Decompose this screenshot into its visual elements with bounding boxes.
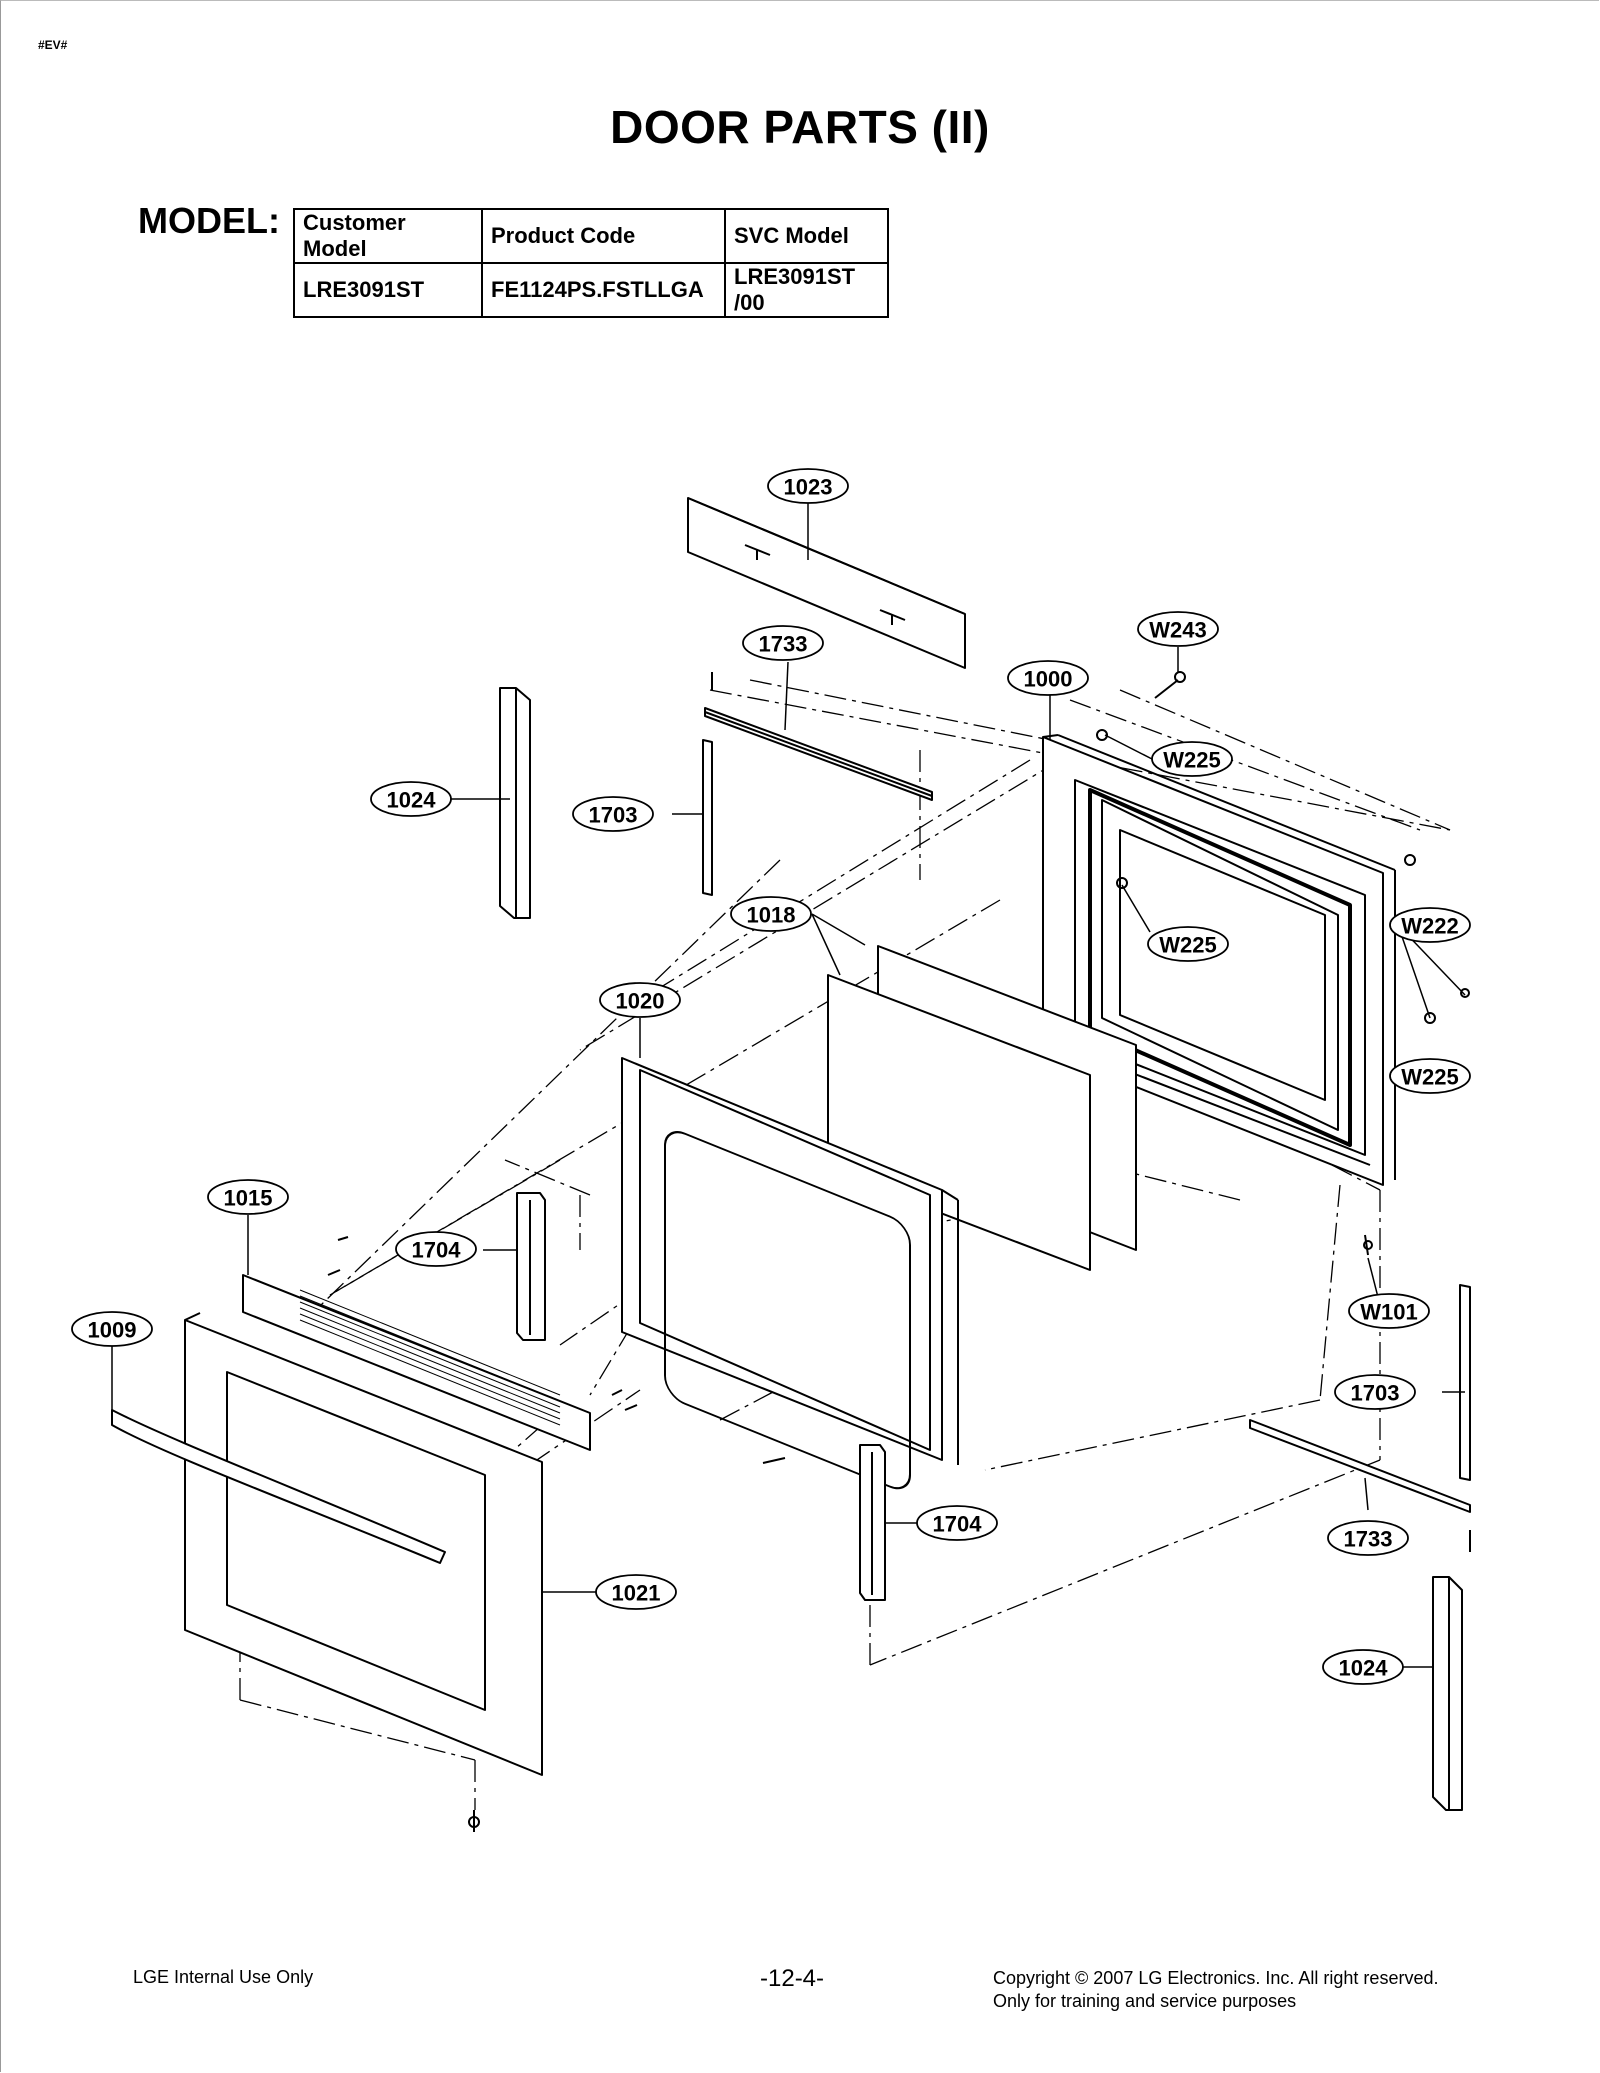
callout-label: 1024 <box>387 788 437 813</box>
callout-w225-bottom <box>1389 1058 1471 1094</box>
callout-1021 <box>595 1574 677 1610</box>
callout-label: 1024 <box>1339 1656 1389 1681</box>
model-cell-customer-model: LRE3091ST <box>293 262 483 318</box>
part-1703-upper-side <box>702 739 713 896</box>
callout-1024-right <box>1322 1649 1404 1685</box>
callouts <box>71 468 1471 1685</box>
model-cell-svc-model: LRE3091ST /00 <box>724 262 889 318</box>
callout-w101 <box>1348 1293 1430 1329</box>
callout-1018 <box>730 896 812 932</box>
header-tag: #EV# <box>38 38 68 52</box>
training-notice: Only for training and service purposes <box>993 1991 1297 2011</box>
callout-1024-left <box>370 781 452 817</box>
callout-1009 <box>71 1311 153 1347</box>
part-1733-upper-rail <box>704 672 933 801</box>
callout-label: 1009 <box>88 1318 137 1343</box>
callout-1704-upper <box>395 1231 477 1267</box>
model-label: MODEL: <box>138 200 280 241</box>
callout-label: 1000 <box>1024 667 1073 692</box>
part-1021-outer-door <box>184 1312 543 1776</box>
part-1024-left-trim <box>499 687 531 919</box>
callout-label: 1021 <box>612 1581 661 1606</box>
callout-label: 1703 <box>589 803 638 828</box>
part-1018-glass-panes <box>827 945 1137 1271</box>
callout-label: W101 <box>1360 1300 1417 1325</box>
callout-label: 1703 <box>1351 1381 1400 1406</box>
callout-label: W243 <box>1149 618 1206 643</box>
page-number: -12-4- <box>760 1965 825 1992</box>
model-table-row: LRE3091ST FE1124PS.FSTLLGA LRE3091ST /00 <box>293 262 889 318</box>
callout-1703-upper <box>572 796 654 832</box>
callout-label: W225 <box>1401 1065 1458 1090</box>
callout-label: W225 <box>1163 748 1220 773</box>
callout-label: 1733 <box>759 632 808 657</box>
page-title: DOOR PARTS (II) <box>610 101 990 153</box>
callout-w225-top <box>1151 741 1233 777</box>
callout-1023 <box>767 468 849 504</box>
screws-and-washers <box>327 671 1470 1832</box>
part-1024-right-trim <box>1432 1576 1463 1811</box>
callout-label: 1018 <box>747 903 796 928</box>
model-cell-product-code: FE1124PS.FSTLLGA <box>481 262 726 318</box>
callout-w243 <box>1137 611 1219 647</box>
part-1733-lower-rail <box>1249 1419 1471 1552</box>
model-table-header-row: Customer Model Product Code SVC Model <box>293 208 889 264</box>
part-1703-lower-side <box>1459 1284 1471 1481</box>
callout-1015 <box>207 1179 289 1215</box>
copyright-line: Copyright © 2007 LG Electronics. Inc. Al… <box>993 1968 1439 1988</box>
callout-label: 1023 <box>784 475 833 500</box>
callout-label: 1015 <box>224 1186 273 1211</box>
part-1015-vent-trim <box>242 1274 591 1451</box>
footer-copyright: Copyright © 2007 LG Electronics. Inc. Al… <box>993 1967 1438 2013</box>
callout-1733-upper <box>742 625 824 661</box>
callout-label: 1733 <box>1344 1527 1393 1552</box>
part-1020-middle-frame <box>621 1057 959 1490</box>
callout-1703-lower <box>1334 1374 1416 1410</box>
footer-internal-use: LGE Internal Use Only <box>133 1967 314 1987</box>
callout-label: 1704 <box>933 1512 983 1537</box>
part-1704-lower-hinge <box>859 1444 886 1601</box>
callout-leaders <box>111 500 1466 1668</box>
callout-1733-lower <box>1327 1520 1409 1556</box>
callout-label: 1704 <box>412 1238 462 1263</box>
callout-label: W222 <box>1401 914 1458 939</box>
part-1023-top-trim <box>687 497 966 669</box>
callout-label: W225 <box>1159 933 1216 958</box>
part-1009-handle <box>111 1409 446 1564</box>
callout-1704-lower <box>916 1505 998 1541</box>
model-col-customer-model: Customer Model <box>293 208 483 264</box>
callout-1000 <box>1007 660 1089 696</box>
callout-label: 1020 <box>616 989 665 1014</box>
callout-w225-mid <box>1147 926 1229 962</box>
callout-w222 <box>1389 907 1471 943</box>
model-table: Customer Model Product Code SVC Model LR… <box>293 208 889 318</box>
model-col-svc-model: SVC Model <box>724 208 889 264</box>
part-1704-upper-hinge <box>516 1192 546 1341</box>
model-col-product-code: Product Code <box>481 208 726 264</box>
callout-1020 <box>599 982 681 1018</box>
